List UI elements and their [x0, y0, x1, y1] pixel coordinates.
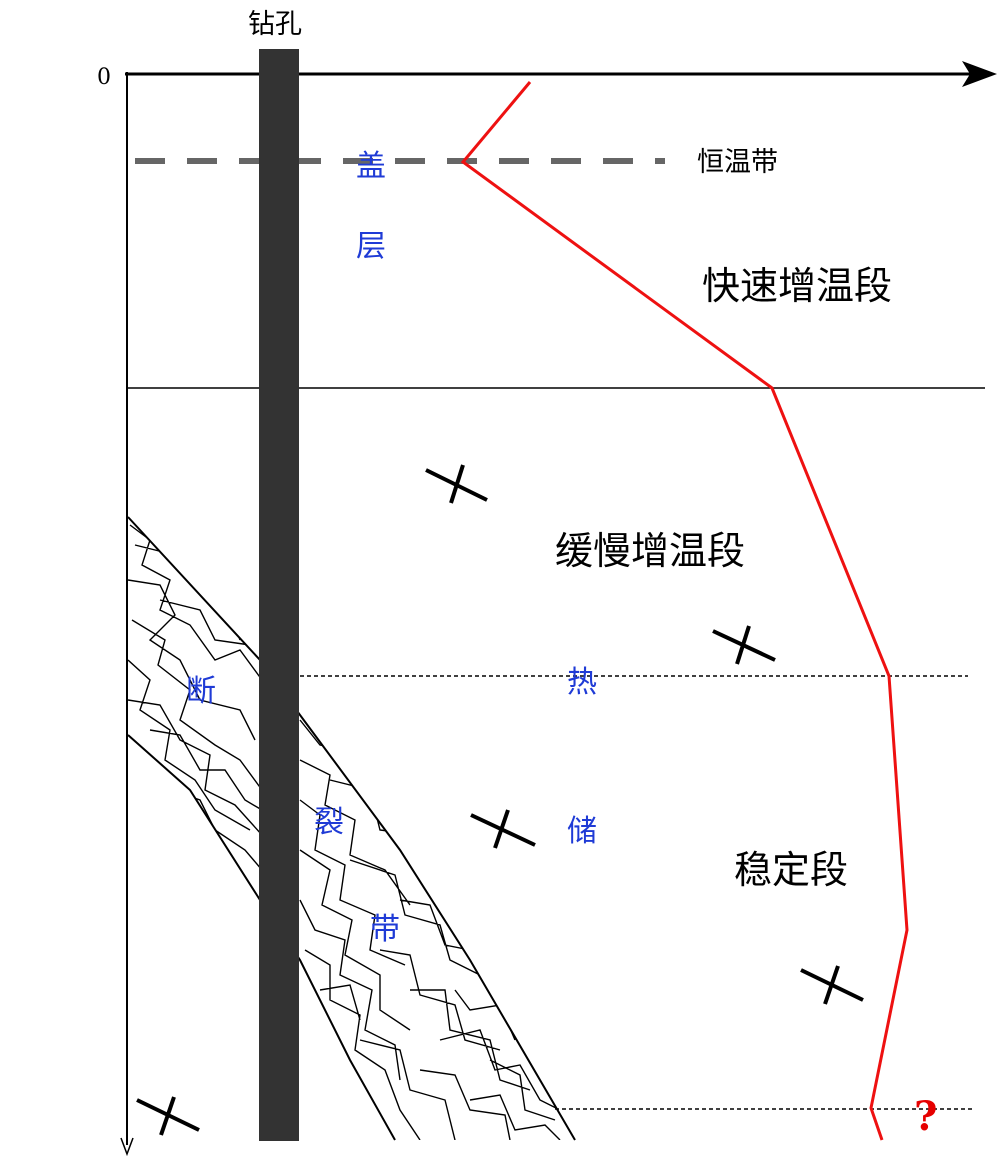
origin-label: 0: [97, 65, 111, 90]
slow-warming-label: 缓慢增温段: [555, 529, 745, 573]
rapid-warming-label: 快速增温段: [702, 264, 892, 308]
constant-temp-label: 恒温带: [697, 147, 778, 178]
unknown-question-mark: ?: [914, 1093, 937, 1140]
thermal-reservoir-char-2: 储: [567, 814, 597, 849]
rock-x-symbol: [425, 464, 488, 504]
fault-zone-char-2: 裂: [314, 805, 344, 840]
thermal-reservoir-char-1: 热: [567, 665, 597, 700]
cap-layer-char-2: 层: [356, 229, 386, 264]
rock-x-symbol: [712, 625, 776, 665]
fault-zone-char-3: 带: [370, 912, 400, 947]
cap-layer-char-1: 盖: [356, 149, 386, 184]
temperature-axis-arrow: [962, 61, 997, 87]
rock-x-symbol: [136, 1096, 200, 1136]
rock-x-symbol: [800, 965, 864, 1005]
borehole: [259, 49, 299, 1141]
depth-axis-arrow: [120, 1137, 134, 1157]
rock-x-symbol: [470, 809, 536, 849]
borehole-label: 钻孔: [248, 9, 302, 40]
fault-upper-boundary: [127, 516, 576, 1141]
fault-zone-char-1: 断: [186, 674, 216, 709]
rock-symbols: [136, 464, 864, 1136]
temperature-curve: [460, 81, 909, 1141]
stable-stage-label: 稳定段: [734, 848, 848, 892]
